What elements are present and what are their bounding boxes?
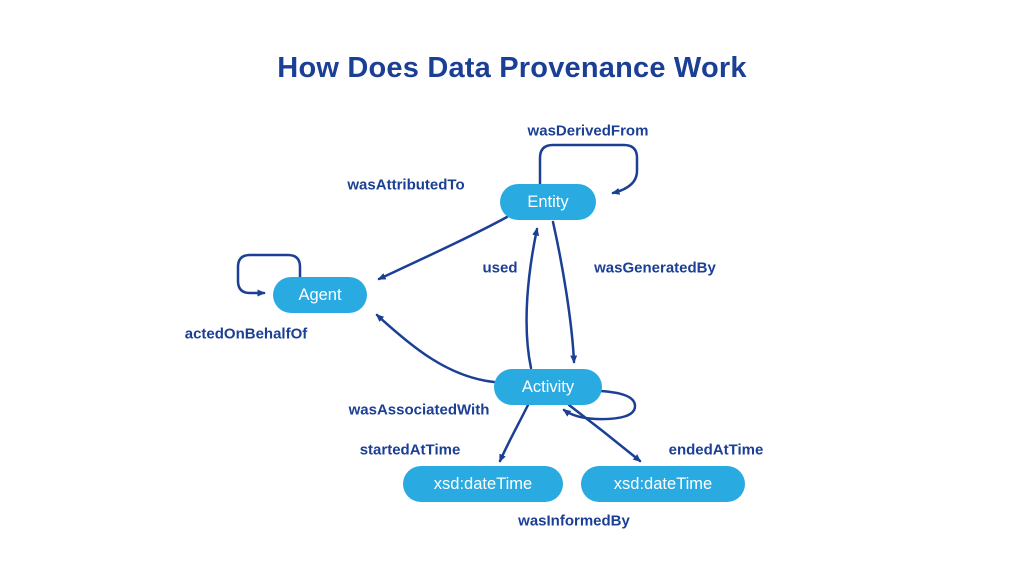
label-actedOnBehalfOf: actedOnBehalfOf [184, 325, 308, 343]
label-endedAtTime: endedAtTime [668, 441, 764, 459]
edge-actedOnBehalfOf [236, 253, 302, 297]
label-wasDerivedFrom: wasDerivedFrom [527, 122, 649, 140]
node-activity: Activity [494, 369, 602, 405]
edge-wasDerivedFrom [538, 143, 639, 195]
edge-wasGeneratedBy [551, 220, 578, 364]
node-started-datetime: xsd:dateTime [403, 466, 563, 502]
label-wasInformedBy: wasInformedBy [518, 512, 630, 530]
edge-endedAtTime [567, 403, 642, 463]
page-title: How Does Data Provenance Work [277, 52, 747, 84]
label-used: used [482, 259, 518, 277]
edge-wasAttributedTo [377, 215, 509, 281]
edge-wasAssociatedWith [375, 313, 496, 384]
label-wasGeneratedBy: wasGeneratedBy [594, 259, 716, 277]
node-agent: Agent [273, 277, 367, 313]
label-wasAssociatedWith: wasAssociatedWith [348, 401, 490, 419]
edge-wasInformedBy [562, 389, 637, 421]
label-startedAtTime: startedAtTime [359, 441, 461, 459]
node-ended-datetime: xsd:dateTime [581, 466, 745, 502]
edge-startedAtTime [498, 403, 530, 463]
node-entity: Entity [500, 184, 596, 220]
edge-used [525, 227, 540, 370]
label-wasAttributedTo: wasAttributedTo [347, 176, 465, 194]
